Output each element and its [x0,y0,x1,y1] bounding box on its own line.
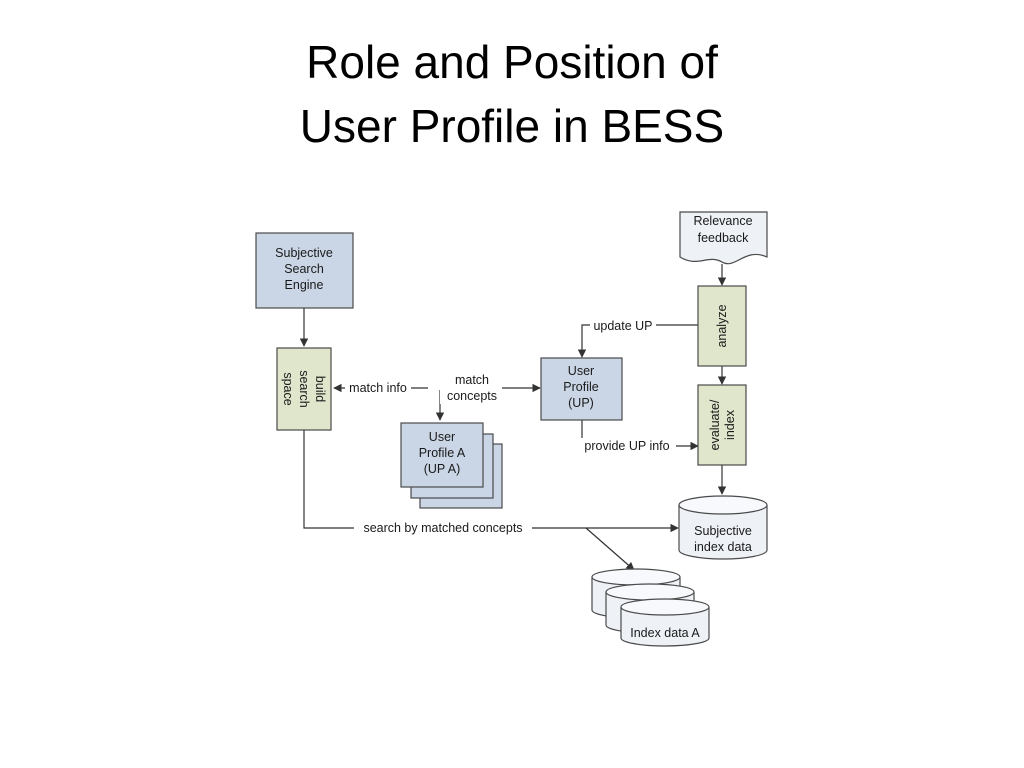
feedback-label-2: feedback [698,231,749,245]
node-user-profile: User Profile (UP) [540,357,623,421]
node-user-profile-a-stack: User Profile A (UP A) [400,422,503,509]
subjective-index-label-2: index data [694,540,752,554]
index-data-a-label: Index data A [630,626,700,640]
match-concepts-text-1: match [455,373,489,387]
node-build-search-space: build search space [276,347,332,431]
search-by-matched-concepts-text: search by matched concepts [363,521,522,535]
node-evaluate-index: evaluate/ index [697,384,747,466]
label-update-up: update UP [590,317,656,333]
label-match-concepts: match concepts [440,370,502,404]
edge-update-up [577,324,698,358]
node-index-data-a-stack: Index data A [591,568,710,647]
build-label-1: build [313,376,327,402]
engine-label-3: Engine [285,278,324,292]
provide-up-info-text: provide UP info [584,439,669,453]
update-up-text: update UP [593,319,652,333]
engine-label-2: Search [284,262,324,276]
subjective-index-label-1: Subjective [694,524,752,538]
up-label-2: Profile [563,380,598,394]
label-search-by-matched-concepts: search by matched concepts [354,520,532,536]
node-analyze: analyze [697,285,747,367]
edge-search-by-matched-concepts [303,430,679,533]
match-info-text: match info [349,381,407,395]
evaluate-label-1: evaluate/ [708,399,722,450]
analyze-label: analyze [715,304,729,347]
title-line-1: Role and Position of [306,36,718,88]
label-provide-up-info: provide UP info [578,438,676,454]
upa-label-3: (UP A) [424,462,461,476]
match-concepts-text-2: concepts [447,389,497,403]
upa-label-2: Profile A [419,446,466,460]
build-label-3: space [281,372,295,405]
node-subjective-search-engine: Subjective Search Engine [255,232,354,309]
title-line-2: User Profile in BESS [299,100,725,152]
feedback-label-1: Relevance [693,214,752,228]
up-label-1: User [568,364,594,378]
evaluate-label-2: index [723,409,737,440]
up-label-3: (UP) [568,396,594,410]
engine-label-1: Subjective [275,246,333,260]
node-subjective-index-data: Subjective index data [678,495,768,560]
slide-title: Role and Position of User Profile in BES… [0,30,1024,158]
node-relevance-feedback: Relevance feedback [679,211,768,265]
label-match-info: match info [345,379,411,395]
upa-label-1: User [429,430,455,444]
build-label-2: search [297,370,311,408]
edge-search-to-index-data-a [585,527,635,571]
